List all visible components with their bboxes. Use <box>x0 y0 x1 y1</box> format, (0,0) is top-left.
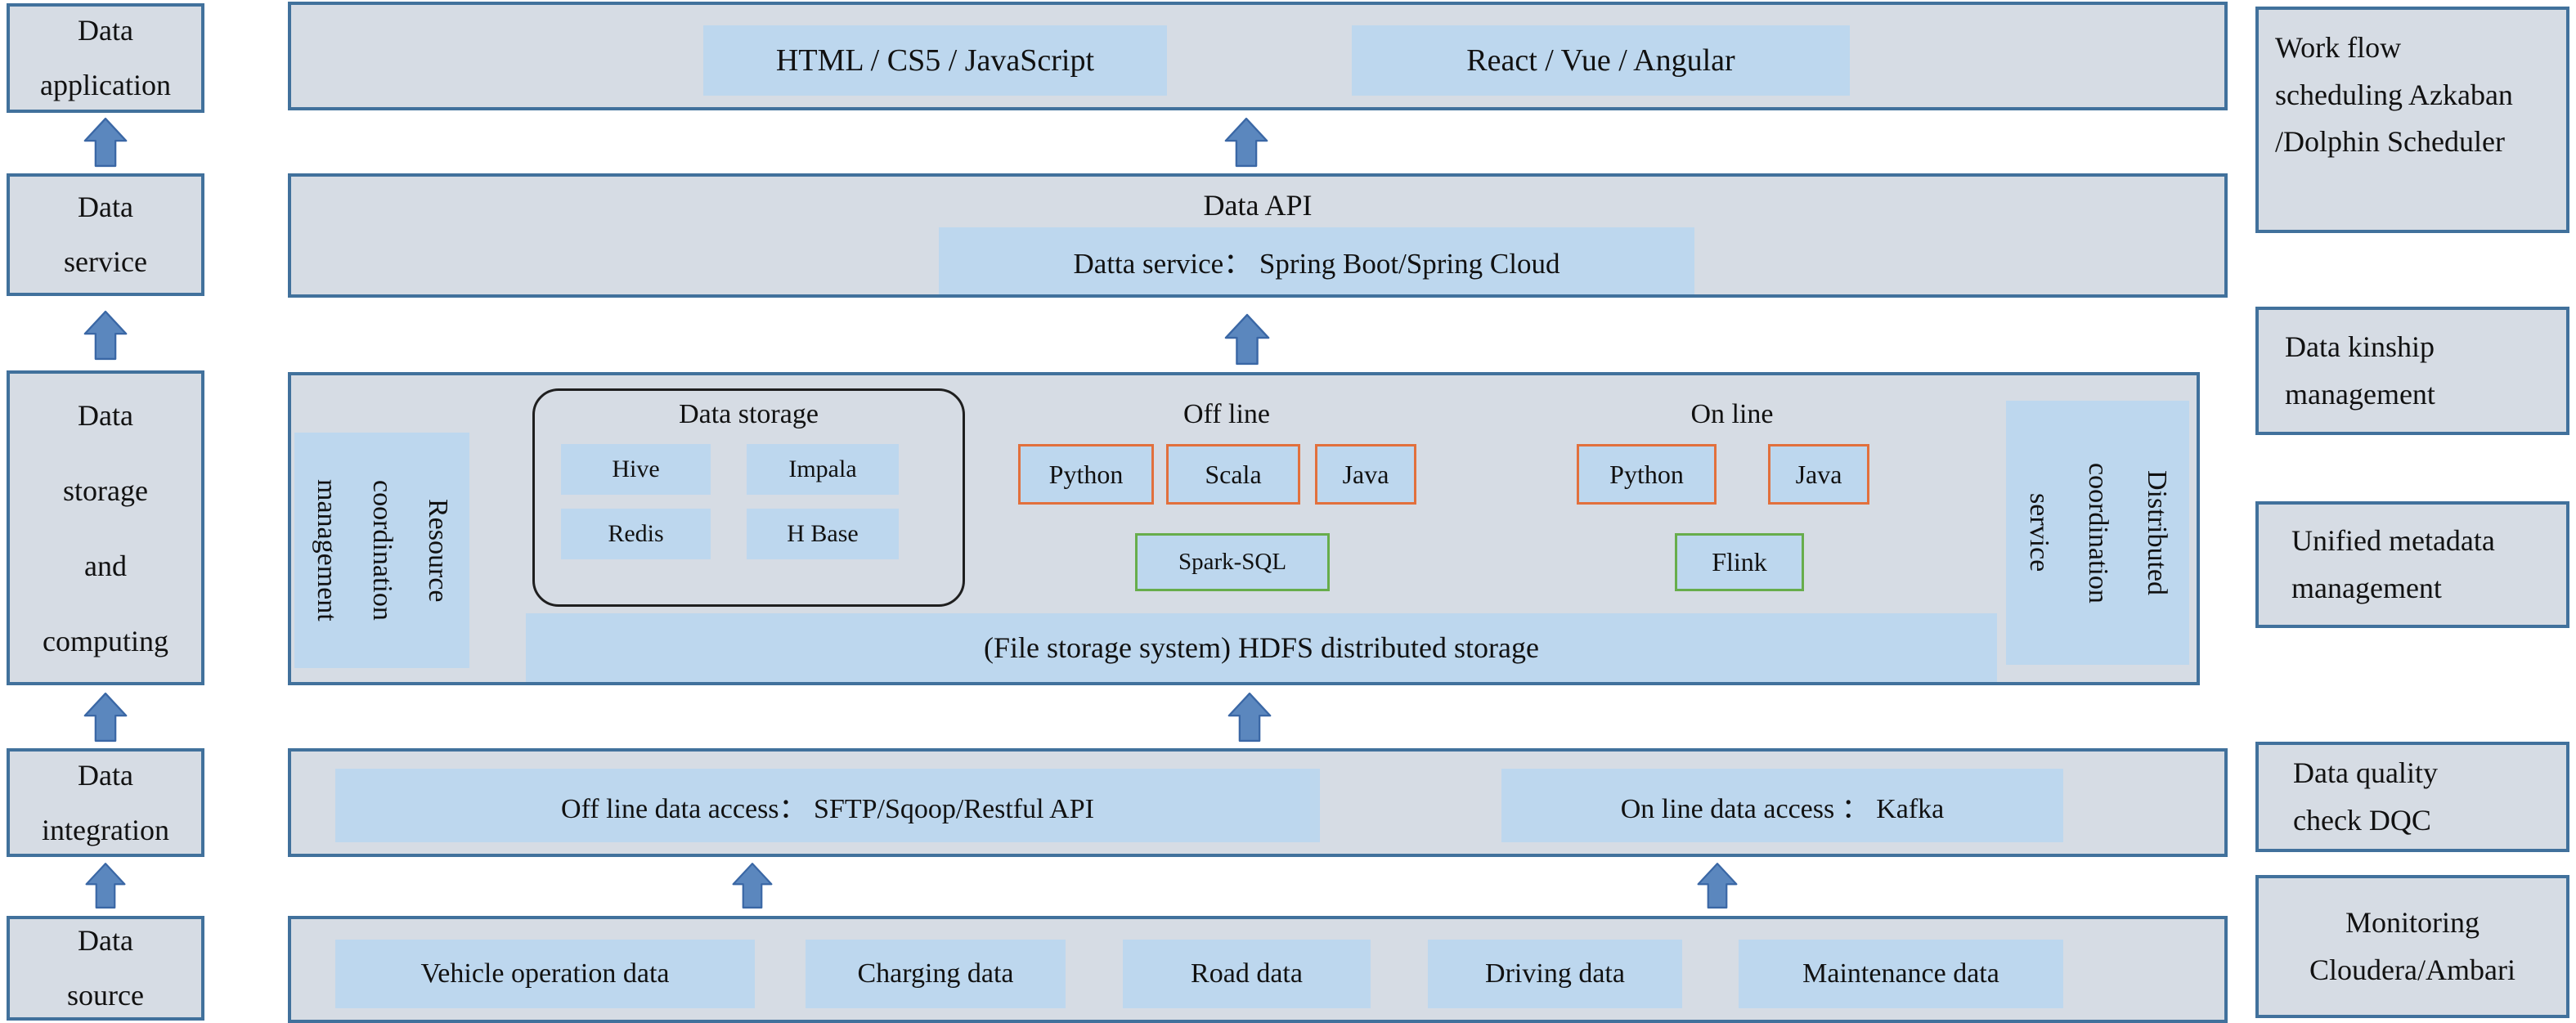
up-arrow-icon <box>1224 313 1270 366</box>
chip-html-css-js: HTML / CS5 / JavaScript <box>703 25 1167 96</box>
chip-redis: Redis <box>561 509 711 559</box>
panel-frontend <box>288 2 2228 110</box>
chip-offline-java: Java <box>1315 444 1416 505</box>
data-storage-group <box>532 388 965 607</box>
chip-charging-data: Charging data <box>806 940 1066 1008</box>
chip-road-data: Road data <box>1123 940 1371 1008</box>
resource-coordination-management-bar: Resource coordination management <box>294 433 469 668</box>
chip-offline-data-access: Off line data access： SFTP/Sqoop/Restful… <box>335 769 1320 842</box>
data-storage-title: Data storage <box>679 399 819 429</box>
chip-data-service-spring: Datta service： Spring Boot/Spring Cloud <box>939 227 1694 294</box>
up-arrow-icon <box>83 692 128 743</box>
distributed-coordination-service-bar: Distributed coordination service <box>2006 401 2189 665</box>
right-box-data-kinship: Data kinship management <box>2255 307 2569 435</box>
up-arrow-icon <box>1224 117 1268 168</box>
chip-impala: Impala <box>747 444 899 495</box>
right-box-monitoring: Monitoring Cloudera/Ambari <box>2255 875 2569 1018</box>
left-box-data-application: Data application <box>7 3 204 113</box>
offline-title: Off line <box>1183 399 1271 429</box>
up-arrow-icon <box>85 863 126 909</box>
up-arrow-icon <box>83 310 128 361</box>
up-arrow-icon <box>732 863 773 909</box>
chip-offline-scala: Scala <box>1166 444 1300 505</box>
up-arrow-icon <box>83 117 128 168</box>
chip-driving-data: Driving data <box>1428 940 1682 1008</box>
hdfs-bar: (File storage system) HDFS distributed s… <box>526 613 1997 682</box>
chip-hive: Hive <box>561 444 711 495</box>
left-box-data-source: Data source <box>7 916 204 1021</box>
left-box-data-integration: Data integration <box>7 748 204 857</box>
right-box-unified-metadata: Unified metadata management <box>2255 501 2569 628</box>
chip-maintenance-data: Maintenance data <box>1739 940 2063 1008</box>
up-arrow-icon <box>1227 692 1272 743</box>
chip-hbase: H Base <box>747 509 899 559</box>
right-box-workflow-scheduling: Work flow scheduling Azkaban /Dolphin Sc… <box>2255 7 2569 233</box>
left-box-data-storage-computing: Data storage and computing <box>7 370 204 685</box>
chip-online-java: Java <box>1768 444 1869 505</box>
up-arrow-icon <box>1697 863 1738 909</box>
resource-coordination-management-label: Resource coordination management <box>312 479 453 621</box>
chip-online-data-access: On line data access ： Kafka <box>1501 769 2063 842</box>
chip-flink: Flink <box>1675 533 1804 591</box>
distributed-coordination-service-label: Distributed coordination service <box>2024 462 2172 603</box>
chip-vehicle-operation-data: Vehicle operation data <box>335 940 755 1008</box>
data-api-title: Data API <box>1203 189 1313 222</box>
chip-offline-python: Python <box>1018 444 1154 505</box>
chip-spark-sql: Spark-SQL <box>1135 533 1330 591</box>
chip-online-python: Python <box>1577 444 1717 505</box>
chip-react-vue-angular: React / Vue / Angular <box>1352 25 1850 96</box>
online-title: On line <box>1690 399 1774 429</box>
left-box-data-service: Data service <box>7 173 204 296</box>
right-box-data-quality: Data quality check DQC <box>2255 742 2569 852</box>
